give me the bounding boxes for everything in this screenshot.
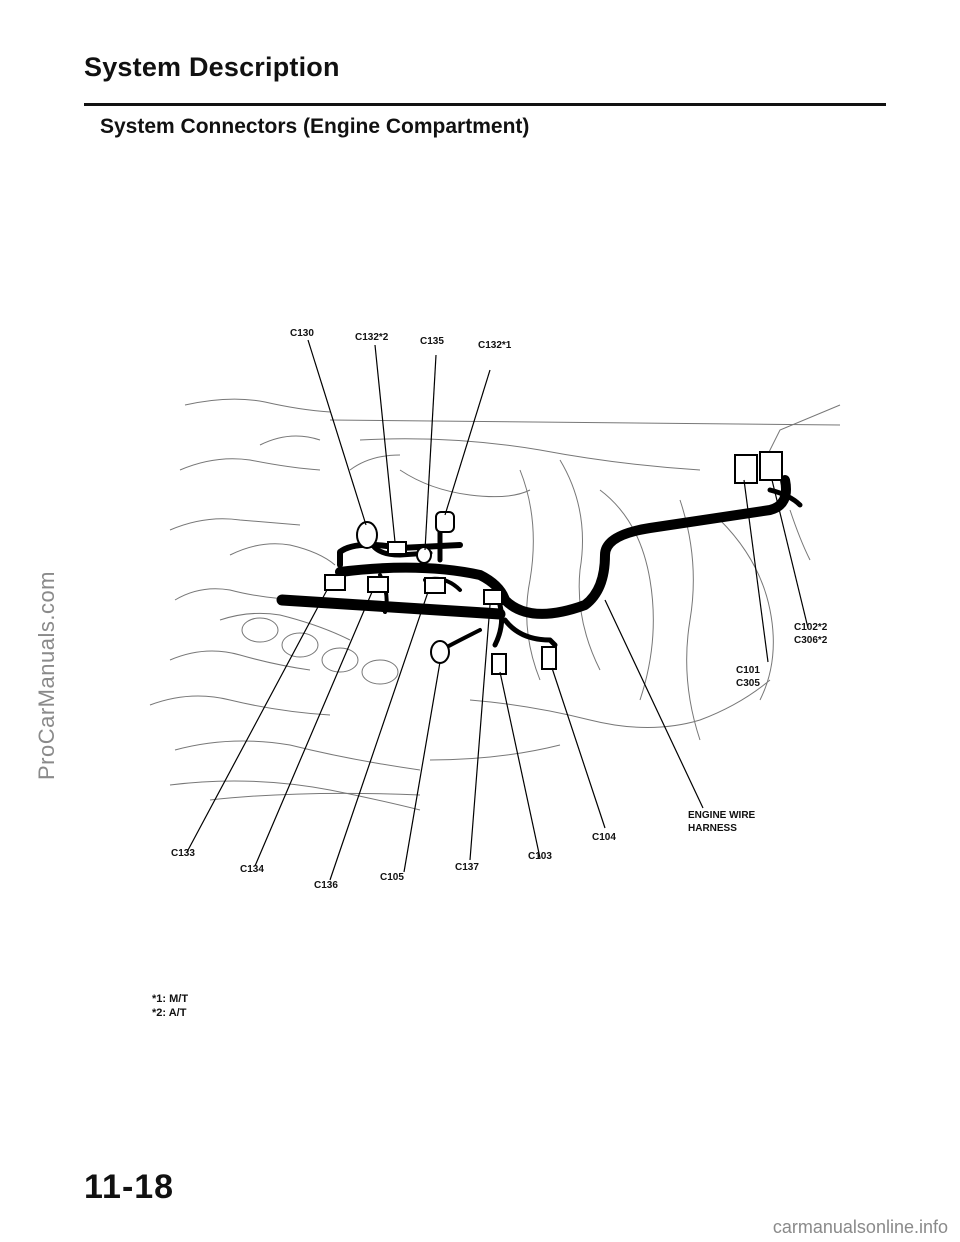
connector-labels: C130 C132*2 C135 C132*1 C102*2 C306*2 C1… xyxy=(171,328,828,891)
page-title: System Description xyxy=(84,52,340,82)
connectors xyxy=(324,451,783,675)
label-c134: C134 xyxy=(240,864,264,875)
label-c137: C137 xyxy=(455,862,479,873)
title-divider xyxy=(84,103,886,106)
section-title: System Connectors (Engine Compartment) xyxy=(100,115,530,138)
bottom-watermark: carmanualsonline.info xyxy=(772,1217,948,1237)
label-c132-at: C132*2 xyxy=(355,332,389,343)
label-c132-mt: C132*1 xyxy=(478,340,512,351)
label-c102: C102*2 xyxy=(794,622,828,633)
label-c133: C133 xyxy=(171,848,195,859)
label-c305: C305 xyxy=(736,678,760,689)
label-harness-line2: HARNESS xyxy=(688,823,737,834)
engine-sketch xyxy=(149,398,841,811)
footnote-mt: *1: M/T xyxy=(152,993,189,1005)
engine-wire-harness xyxy=(276,475,803,650)
label-harness-line1: ENGINE WIRE xyxy=(688,810,756,821)
label-c135: C135 xyxy=(420,336,444,347)
label-c306: C306*2 xyxy=(794,635,828,646)
page-number: 11-18 xyxy=(84,1168,175,1206)
label-c103: C103 xyxy=(528,851,552,862)
footnotes: *1: M/T *2: A/T xyxy=(152,992,188,1020)
leader-lines xyxy=(186,339,809,881)
label-c130: C130 xyxy=(290,328,314,339)
label-c136: C136 xyxy=(314,880,338,891)
footnote-at: *2: A/T xyxy=(152,1007,187,1019)
label-c104: C104 xyxy=(592,832,616,843)
label-c105: C105 xyxy=(380,872,404,883)
label-c101: C101 xyxy=(736,665,760,676)
